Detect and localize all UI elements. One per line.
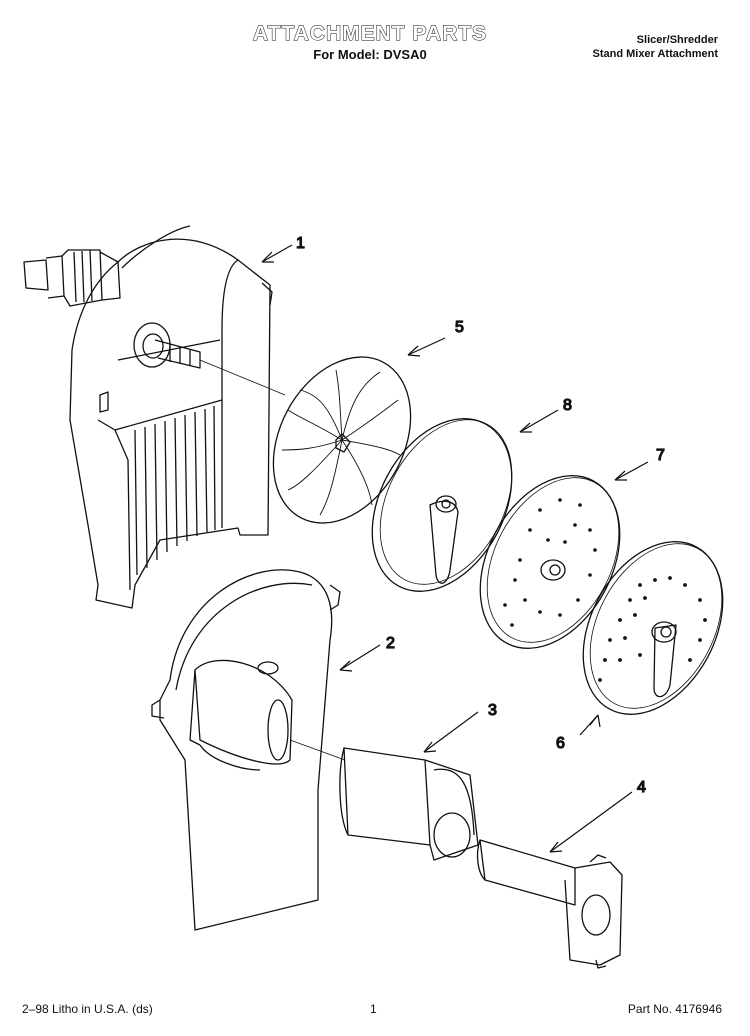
page-title: ATTACHMENT PARTS: [252, 22, 488, 46]
part-shredding-disc-fine: [479, 475, 621, 649]
callout-7: 7: [656, 447, 665, 464]
part-hopper-cover: [151, 569, 346, 931]
product-description: Slicer/Shredder Stand Mixer Attachment: [592, 33, 718, 61]
footer-litho: 2–98 Litho in U.S.A. (ds): [22, 1002, 153, 1016]
callout-6: 6: [556, 735, 565, 752]
part-large-food-pusher: [339, 747, 479, 861]
callout-2: 2: [386, 635, 395, 652]
callout-1: 1: [296, 235, 305, 252]
callout-5: 5: [455, 319, 464, 336]
product-line-2: Stand Mixer Attachment: [592, 48, 718, 60]
product-line-1: Slicer/Shredder: [636, 34, 718, 46]
callout-8: 8: [563, 397, 572, 414]
model-number: For Model: DVSA0: [313, 47, 427, 62]
callout-4: 4: [637, 779, 646, 796]
part-impeller: [272, 356, 412, 524]
footer-part-number: Part No. 4176946: [627, 1002, 722, 1016]
part-small-food-pusher: [476, 839, 623, 969]
part-shredding-disc-coarse: [582, 541, 724, 715]
callout-3: 3: [488, 702, 497, 719]
part-housing: [23, 225, 286, 609]
footer-page-number: 1: [370, 1002, 377, 1016]
part-slicing-disc: [371, 418, 513, 592]
leader-lines: [261, 244, 649, 853]
